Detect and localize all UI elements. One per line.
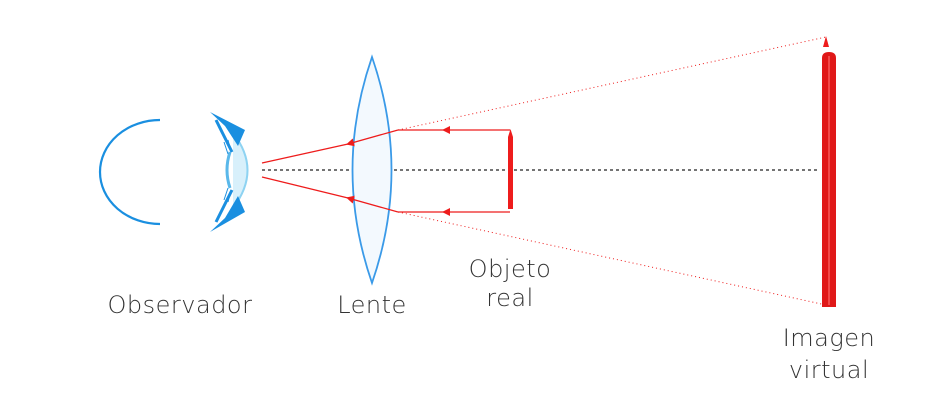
observer-label: Observador [108, 291, 253, 319]
image-label-line2: virtual [789, 356, 869, 384]
object-label-line2: real [486, 284, 533, 312]
pencil-object-icon [508, 137, 513, 209]
eye-icon [98, 112, 249, 232]
image-label-line1: Imagen [783, 324, 876, 352]
biconvex-lens-icon [351, 54, 393, 286]
object-label-line1: Objeto [469, 255, 552, 283]
refracted-ray-top [346, 129, 399, 147]
virtual-ray-top [397, 36, 827, 131]
lens-label: Lente [337, 291, 407, 319]
virtual-ray-bottom [397, 211, 827, 306]
pencil-image-icon [822, 36, 836, 307]
refracted-ray-bottom [346, 195, 399, 213]
